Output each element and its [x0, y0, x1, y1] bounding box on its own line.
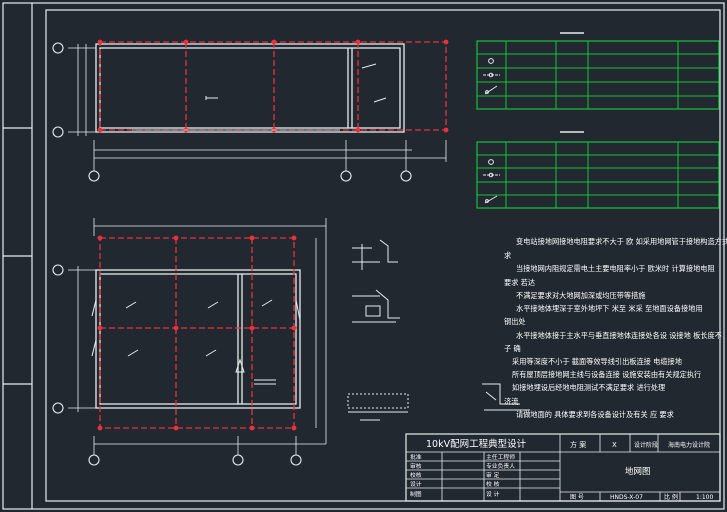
note-line: 请做地面的 具体要求到各设备设计及有关 应 要求 [516, 410, 674, 419]
title-block: 10kV配网工程典型设计 方 案 X 设计阶段 海南电力设计院 地网图 图 号 … [405, 433, 721, 502]
project-title: 10kV配网工程典型设计 [426, 438, 527, 450]
note-line: 采用等深度不小于 截面等效导线引出板连接 电缆接地 [512, 357, 682, 366]
sign-row-label: 审核 [410, 462, 422, 470]
sign-row-label-right: 审 定 [486, 471, 500, 479]
note-line: 所有屋顶层接地网主线与设备连接 设施安装由有关规定执行 [512, 370, 701, 379]
note-line: 不满足要求对大地网加深或均压带等措施 [516, 291, 645, 300]
drawing-no-label: 图 号 [570, 494, 584, 501]
note-line: 当接地网内阻规定需电土主要电阻率小于 欧米时 计算接地电阻 [516, 264, 715, 273]
note-line: 要求 若达 [504, 278, 535, 287]
note-line: 求 [504, 251, 511, 260]
note-line: 钢出处 [504, 317, 526, 326]
note-line: 济流 [504, 397, 518, 406]
note-line: 水平接地体接于主水平与垂直接地体连接处各设 设接地 板长度不 [516, 331, 722, 340]
bottom-plan-walls [95, 269, 301, 409]
sign-row-label: 制图 [410, 490, 422, 498]
note-line: 如接地埋设后经地电阻测试不满足要求 进行处理 [512, 383, 665, 392]
drawing-name: 地网图 [625, 466, 651, 477]
sign-row-label: 设计 [410, 480, 422, 488]
legend-table-1 [476, 32, 720, 110]
legend-table-2 [476, 131, 720, 209]
plan-label: 方 案 [570, 440, 586, 449]
drawing-no: HNDS-X-07 [610, 494, 643, 501]
scale-value: 1:100 [696, 494, 713, 501]
sign-row-label-right: 专业负责人 [486, 462, 515, 470]
detail-sketches [347, 239, 530, 421]
sign-row-label-right: 主任工程师 [486, 453, 515, 461]
sign-row-label-right: 校 核 [486, 480, 500, 488]
plan-value: X [612, 441, 617, 449]
bottom-plan [52, 218, 327, 466]
top-plan [52, 39, 449, 182]
note-line: 子 确 [504, 344, 521, 353]
sign-row-label: 批准 [410, 453, 422, 461]
grounding-rod-icon [488, 58, 494, 64]
design-notes: 变电站接地网接地电阻要求不大于 欧 如采用地网管于接地构造方式 施工处 求 当接… [504, 237, 727, 419]
note-line: 变电站接地网接地电阻要求不大于 欧 如采用地网管于接地构造方式 施工处 [516, 237, 727, 246]
top-plan-grounding-grid [99, 41, 447, 131]
sign-row-label-right: 设 计 [486, 490, 500, 498]
test-point-icon [483, 172, 500, 178]
bottom-plan-grounding-grid [99, 237, 295, 429]
sign-row-label: 校核 [410, 471, 422, 479]
note-line: 水平接地体埋深于室外地坪下 米至 米采 至地面设备接地用 [516, 304, 703, 313]
grounding-connection-icon [484, 85, 498, 95]
stage-label: 设计阶段 [634, 441, 658, 449]
grounding-rod-icon [488, 159, 494, 165]
test-point-icon [483, 72, 500, 78]
grounding-connection-icon [484, 195, 498, 204]
scale-label: 比 例 [664, 493, 678, 501]
top-plan-grid-nodes [97, 39, 449, 133]
institute-name: 海南电力设计院 [668, 441, 710, 449]
